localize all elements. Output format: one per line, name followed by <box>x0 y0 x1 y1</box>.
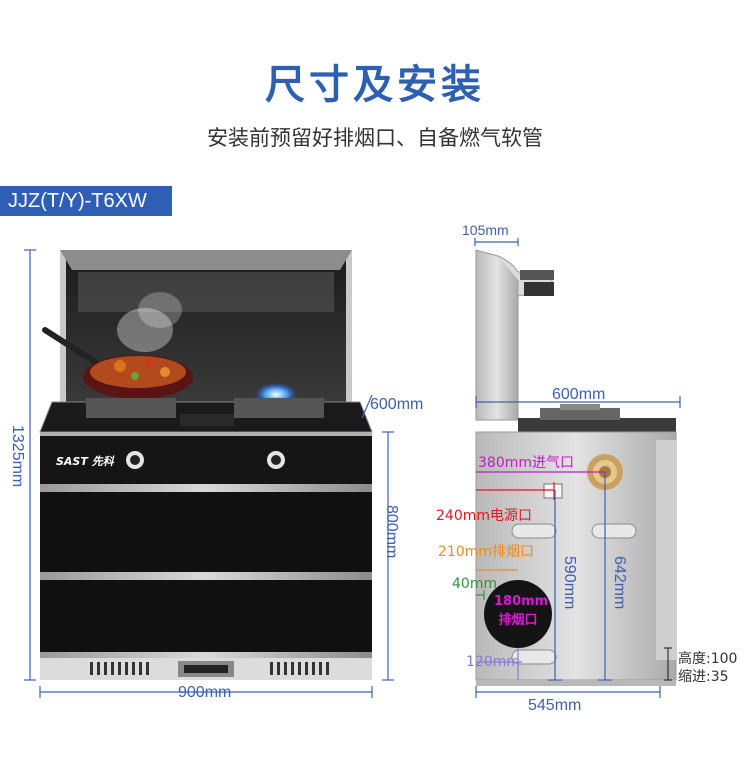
exhaust-diameter-text: 排烟口 <box>498 613 538 628</box>
exhaust-hole <box>484 580 552 648</box>
side-dim-105: 105mm <box>462 222 509 238</box>
exhaust-diameter-size: 180mm <box>494 594 549 609</box>
width-label: 900mm <box>178 684 232 701</box>
height-total-label: 1325mm <box>9 425 26 488</box>
side-dimension-lines <box>474 238 681 698</box>
side-view-cabinet <box>475 249 677 686</box>
depth-top-label: 600mm <box>370 396 424 413</box>
side-dim-600: 600mm <box>552 386 606 403</box>
front-dimension-lines <box>24 249 394 698</box>
model-badge: JJZ(T/Y)-T6XW <box>0 186 172 216</box>
dim-40-label: 40mm <box>452 576 498 592</box>
gas-inlet-label: 380mm进气口 <box>478 455 574 471</box>
dim-120-label: 120mm <box>466 654 520 670</box>
exhaust-diameter-label: 180mm 排烟口 <box>494 594 549 628</box>
dim-642-label: 642mm <box>611 556 628 610</box>
dim-590-label: 590mm <box>561 556 578 610</box>
page-title: 尺寸及安装 <box>265 62 485 108</box>
dim-545-label: 545mm <box>528 697 582 714</box>
foot-height-label: 高度:100 <box>678 651 738 667</box>
exhaust-side-label: 210mm排烟口 <box>438 544 534 560</box>
foot-recess-label: 缩进:35 <box>678 669 729 685</box>
front-view-cabinet <box>39 250 373 680</box>
height-body-label: 800mm <box>383 505 400 559</box>
power-port-label: 240mm电源口 <box>436 508 532 524</box>
brand-logo: SAST 先科 <box>56 455 114 468</box>
page-subtitle: 安装前预留好排烟口、自备燃气软管 <box>207 126 543 150</box>
